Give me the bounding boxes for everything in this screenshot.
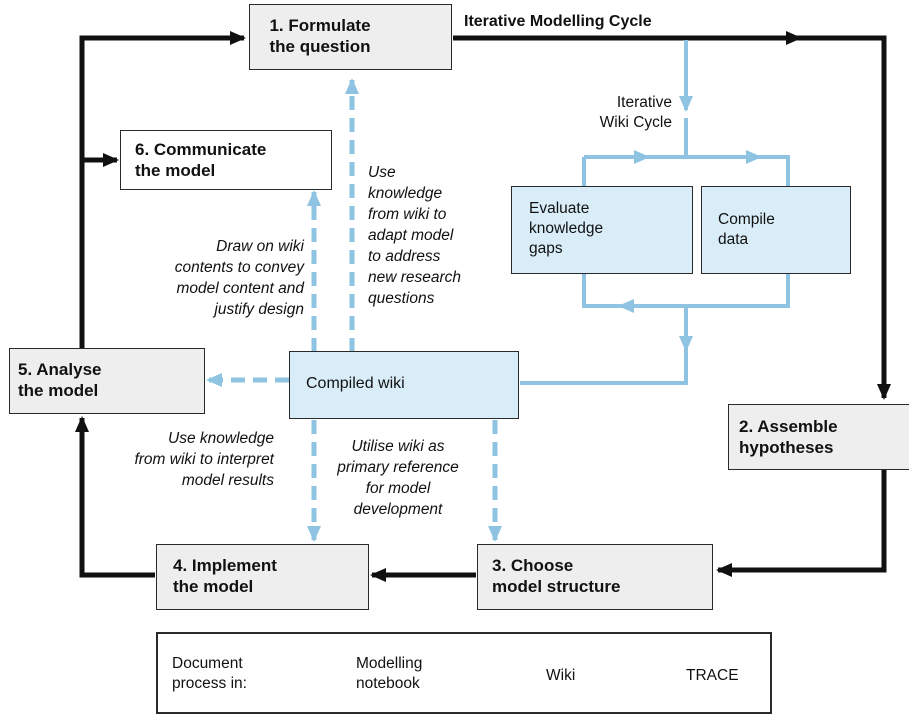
step-communicate-label: 6. Communicate the model: [135, 140, 267, 180]
wiki-evaluate-box[interactable]: Evaluate knowledge gaps: [511, 186, 693, 274]
arrow-to-hypotheses: [795, 35, 891, 400]
wiki-cycle-arrows: [520, 40, 790, 385]
step-hypotheses-label: 2. Assemble hypotheses: [739, 417, 838, 457]
step-implement-label: 4. Implement the model: [173, 556, 277, 596]
step-implement-box[interactable]: 4. Implement the model: [156, 544, 369, 610]
legend-notebook-label: Modelling notebook: [356, 655, 423, 692]
arrow-hypotheses-to-structure: [716, 470, 887, 577]
step-communicate-box[interactable]: 6. Communicate the model: [120, 130, 332, 190]
modelling-cycle-title: Iterative Modelling Cycle: [464, 13, 652, 30]
step-structure-box[interactable]: 3. Choose model structure: [477, 544, 713, 610]
note-convey-model: Draw on wiki contents to convey model co…: [174, 238, 304, 318]
note-interpret-results: Use knowledge from wiki to interpret mod…: [134, 430, 274, 489]
modelling-cycle-arrows: [75, 31, 891, 582]
step-formulate-label: 1. Formulate the question: [269, 16, 371, 56]
step-hypotheses-box[interactable]: 2. Assemble hypotheses: [728, 404, 909, 470]
wiki-compile-box[interactable]: Compile data: [701, 186, 851, 274]
legend-trace-label: TRACE: [686, 667, 739, 684]
compiled-wiki-box[interactable]: Compiled wiki: [289, 351, 519, 419]
arrow-implement-to-analyse: [75, 416, 155, 578]
wiki-cycle-title: Iterative Wiki Cycle: [599, 94, 672, 131]
legend-wiki-label: Wiki: [546, 667, 576, 684]
compiled-wiki-label: Compiled wiki: [306, 375, 405, 392]
wiki-usage-arrows: [206, 78, 502, 542]
step-structure-label: 3. Choose model structure: [492, 556, 621, 596]
step-formulate-box[interactable]: 1. Formulate the question: [249, 4, 452, 70]
note-primary-reference: Utilise wiki as primary reference for mo…: [337, 438, 459, 518]
step-analyse-label: 5. Analyse the model: [18, 360, 102, 400]
note-adapt-model: Use knowledge from wiki to adapt model t…: [368, 164, 462, 307]
wiki-evaluate-label: Evaluate knowledge gaps: [529, 200, 604, 257]
legend-box: Document process in: Modelling notebook …: [156, 632, 772, 714]
step-analyse-box[interactable]: 5. Analyse the model: [9, 348, 205, 414]
arrow-analyse-to-formulate: [79, 31, 246, 352]
legend-prefix: Document process in:: [172, 655, 247, 692]
wiki-compile-label: Compile data: [718, 211, 775, 248]
